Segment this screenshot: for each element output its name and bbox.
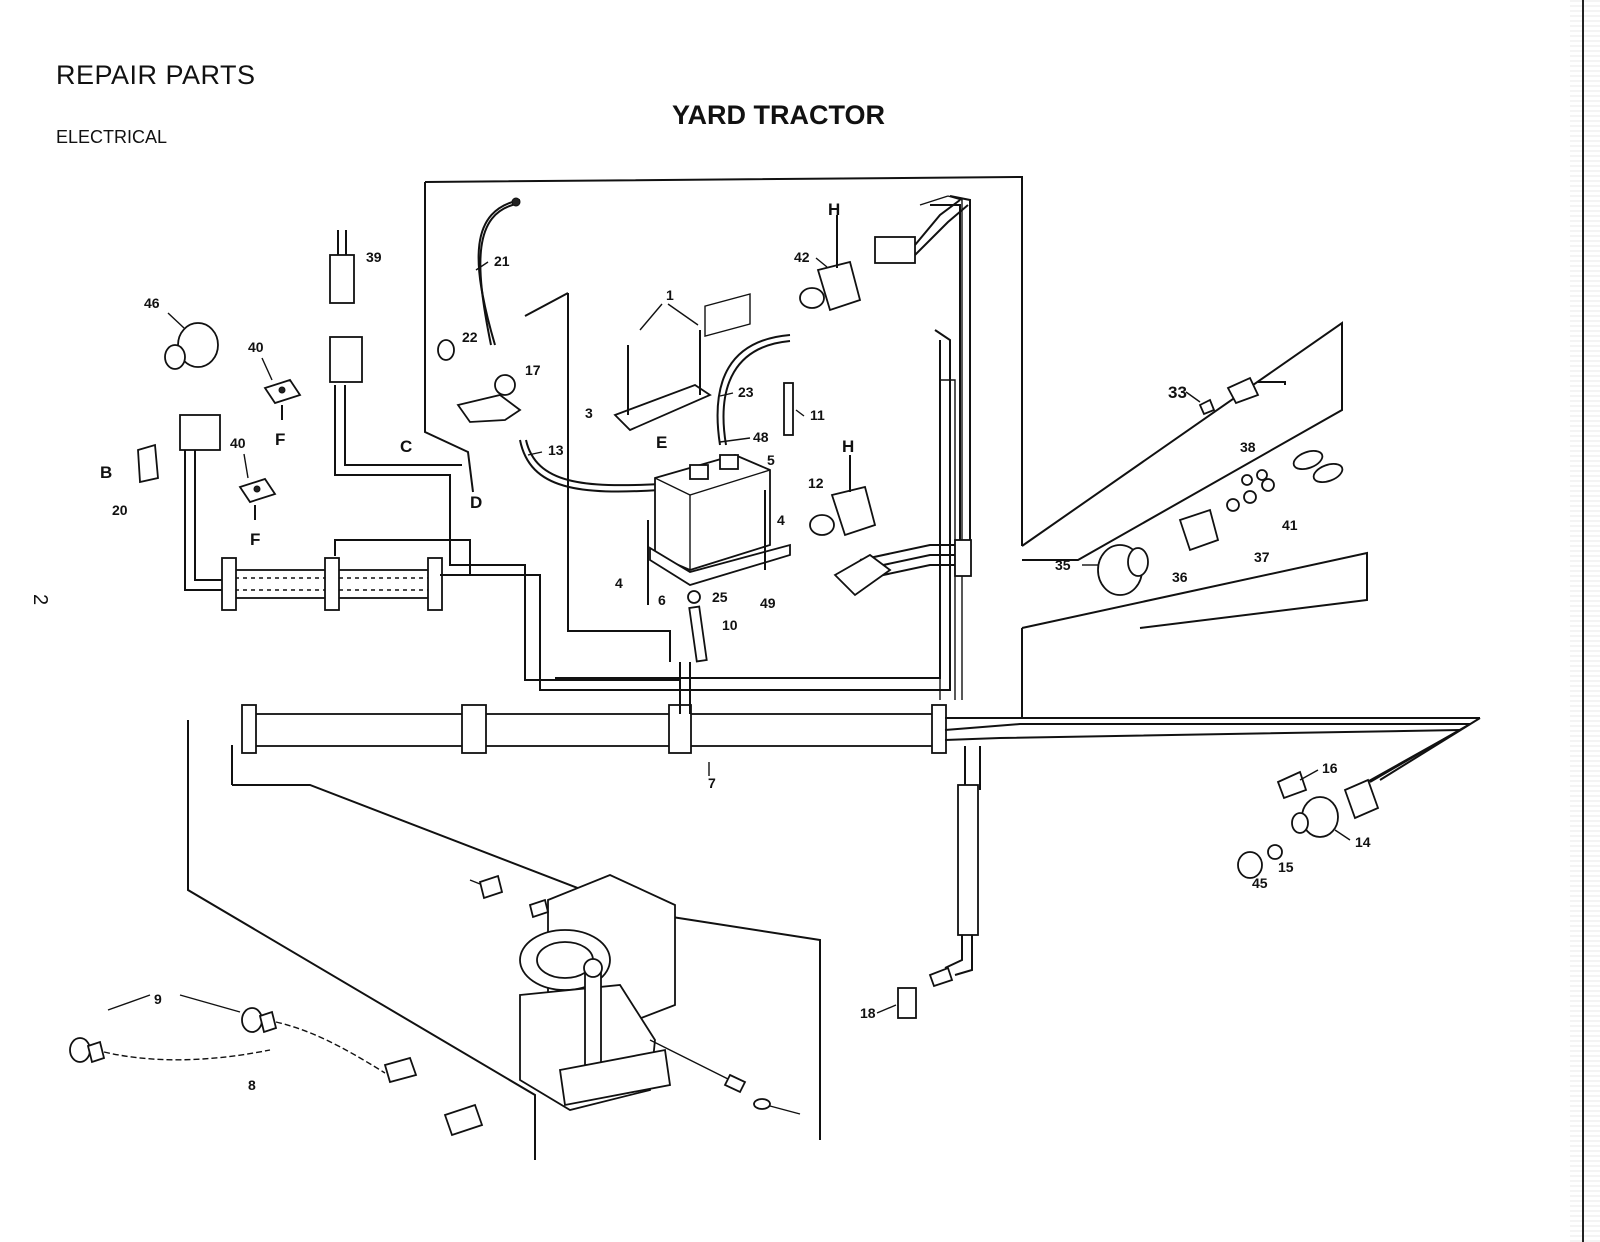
callout-E: E bbox=[656, 433, 667, 452]
callout-21: 21 bbox=[494, 253, 510, 269]
callout-37: 37 bbox=[1254, 549, 1270, 565]
callout-Fb: F bbox=[250, 530, 260, 549]
part-25-10 bbox=[687, 590, 708, 663]
callout-36: 36 bbox=[1172, 569, 1188, 585]
callout-9: 9 bbox=[154, 991, 162, 1007]
ignition-switch bbox=[1237, 770, 1380, 879]
callout-40b: 40 bbox=[230, 435, 246, 451]
callout-13: 13 bbox=[548, 442, 564, 458]
callouts: 39 46 40 40 F F B 20 21 22 17 C D 13 1 3… bbox=[100, 200, 1371, 1093]
part-18 bbox=[897, 966, 954, 1019]
callout-6: 6 bbox=[658, 592, 666, 608]
lamp-harness bbox=[69, 994, 484, 1137]
callout-15: 15 bbox=[1278, 859, 1294, 875]
center-wires bbox=[540, 195, 972, 714]
part-33 bbox=[1198, 376, 1286, 416]
callout-4b: 4 bbox=[615, 575, 623, 591]
callout-39: 39 bbox=[366, 249, 382, 265]
callout-Hb: H bbox=[842, 437, 854, 456]
cable-13 bbox=[519, 439, 661, 493]
callout-3: 3 bbox=[585, 405, 593, 421]
callout-10: 10 bbox=[722, 617, 738, 633]
callout-33: 33 bbox=[1168, 383, 1187, 402]
main-harness bbox=[241, 195, 1481, 976]
switch-17 bbox=[456, 374, 522, 423]
callout-Fa: F bbox=[275, 430, 285, 449]
leader-lines bbox=[167, 257, 1351, 1014]
scanned-page-edge bbox=[1570, 0, 1600, 1242]
battery-5 bbox=[654, 293, 771, 571]
bracket-20 bbox=[137, 414, 221, 484]
callout-12: 12 bbox=[808, 475, 824, 491]
callout-8: 8 bbox=[248, 1077, 256, 1093]
callout-16: 16 bbox=[1322, 760, 1338, 776]
part-11 bbox=[783, 382, 794, 436]
relay-42 bbox=[799, 199, 969, 312]
cable-23 bbox=[716, 334, 791, 446]
engine bbox=[469, 874, 801, 1115]
callout-25: 25 bbox=[712, 589, 728, 605]
callout-42: 42 bbox=[794, 249, 810, 265]
left-harness bbox=[184, 385, 680, 691]
callout-20: 20 bbox=[112, 502, 128, 518]
connector-39 bbox=[329, 230, 363, 383]
callout-C: C bbox=[400, 437, 412, 456]
callout-D: D bbox=[470, 493, 482, 512]
callout-4a: 4 bbox=[777, 512, 785, 528]
callout-35: 35 bbox=[1055, 557, 1071, 573]
page-edge-line bbox=[1582, 0, 1584, 1242]
tray-6 bbox=[647, 490, 791, 605]
callout-22: 22 bbox=[462, 329, 478, 345]
callout-48: 48 bbox=[753, 429, 769, 445]
callout-46: 46 bbox=[144, 295, 160, 311]
callout-45: 45 bbox=[1252, 875, 1268, 891]
callout-7: 7 bbox=[708, 775, 716, 791]
callout-18: 18 bbox=[860, 1005, 876, 1021]
clip-40-a bbox=[263, 378, 302, 420]
callout-B: B bbox=[100, 463, 112, 482]
callout-14: 14 bbox=[1355, 834, 1371, 850]
cable-21 bbox=[477, 197, 521, 346]
relay-12 bbox=[809, 455, 892, 597]
callout-17: 17 bbox=[525, 362, 541, 378]
callout-5: 5 bbox=[767, 452, 775, 468]
callout-Ha: H bbox=[828, 200, 840, 219]
part-22 bbox=[437, 339, 455, 361]
page-title: YARD TRACTOR bbox=[672, 100, 886, 130]
solenoid-46 bbox=[164, 322, 219, 370]
callout-49: 49 bbox=[760, 595, 776, 611]
callout-38: 38 bbox=[1240, 439, 1256, 455]
light-assembly bbox=[1097, 449, 1344, 596]
callout-11: 11 bbox=[810, 407, 825, 423]
clip-40-b bbox=[238, 477, 277, 520]
callout-23: 23 bbox=[738, 384, 754, 400]
callout-41: 41 bbox=[1282, 517, 1298, 533]
callout-1: 1 bbox=[666, 287, 674, 303]
subsection-title: ELECTRICAL bbox=[56, 127, 168, 147]
section-title: REPAIR PARTS bbox=[56, 60, 256, 90]
panel-outlines bbox=[184, 175, 1368, 1160]
holddown-3 bbox=[613, 330, 712, 432]
callout-40a: 40 bbox=[248, 339, 264, 355]
